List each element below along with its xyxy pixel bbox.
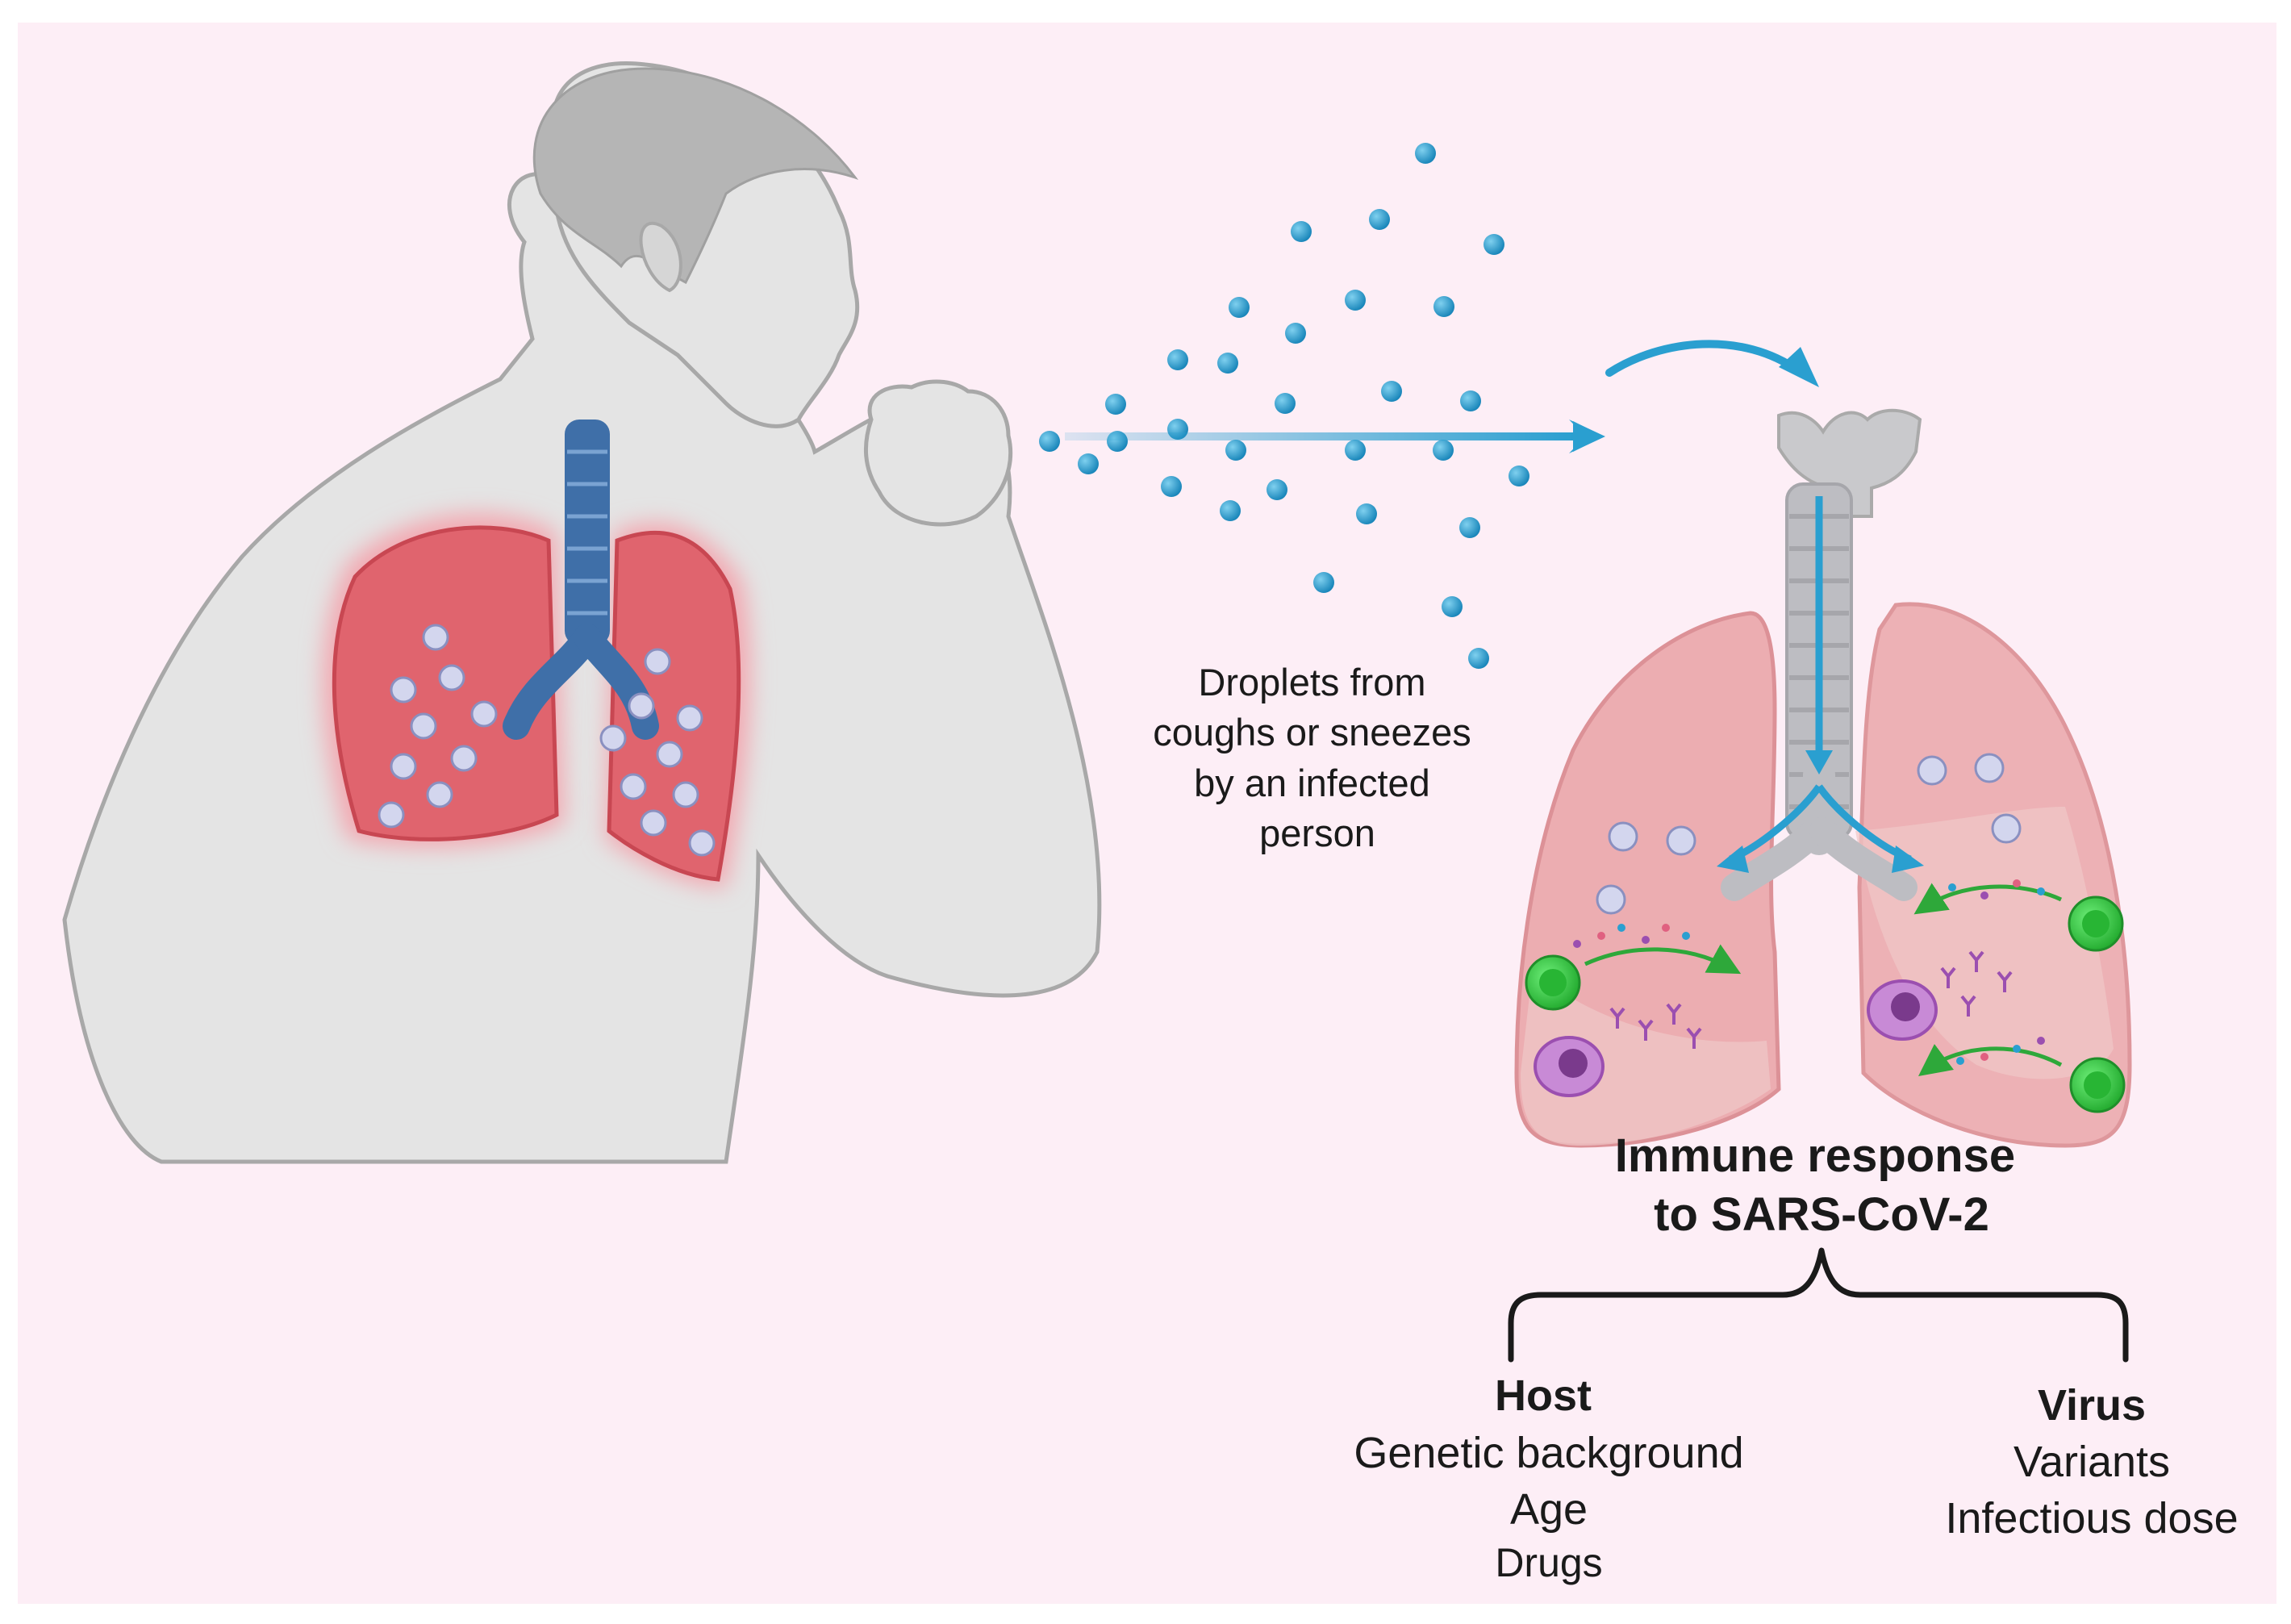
antibodies <box>1609 950 2013 1049</box>
droplet <box>1078 453 1099 474</box>
droplets-line-1: Droplets from <box>1198 661 1425 703</box>
virus-particle <box>438 664 465 691</box>
droplet <box>1291 221 1312 242</box>
host-title: Host <box>1495 1371 1592 1420</box>
curved-arrow <box>1605 340 1803 377</box>
virus-particle <box>390 676 417 703</box>
virus-particle <box>628 692 655 720</box>
lung-diagram <box>1514 408 2132 1148</box>
virus-particle <box>422 624 449 651</box>
infected-lungs <box>323 420 751 887</box>
virus-particle <box>688 829 716 857</box>
immune-title-line-2: to SARS-CoV-2 <box>1654 1188 1989 1241</box>
virus-particle <box>378 801 405 829</box>
droplet <box>1275 393 1296 414</box>
virus-particle <box>640 809 667 837</box>
droplet <box>1167 349 1188 370</box>
droplet <box>1220 500 1241 521</box>
droplet <box>1225 440 1246 461</box>
person-coughing <box>62 61 1102 1164</box>
virus-title: Virus <box>2038 1381 2146 1430</box>
droplet <box>1433 296 1454 317</box>
droplet <box>1442 596 1463 617</box>
virus-particle <box>620 773 647 800</box>
lung-virus-particles <box>378 624 716 857</box>
bracket <box>1508 1247 2129 1363</box>
transmission-arrow <box>1065 420 1605 453</box>
virus-item-dose: Infectious dose <box>1945 1494 2238 1543</box>
virus-particle <box>644 648 671 675</box>
droplet <box>1459 517 1480 538</box>
virus-item-variants: Variants <box>2013 1438 2170 1486</box>
cytokine-dots <box>1573 879 2045 1065</box>
virus-particle <box>450 745 478 772</box>
virus-particle <box>390 753 417 780</box>
droplet <box>1161 476 1182 497</box>
droplets-caption: Droplets from coughs or sneezes by an in… <box>1153 661 1482 854</box>
host-item-age: Age <box>1510 1485 1588 1534</box>
healthy-lung-viruses <box>1596 753 2022 915</box>
macrophages <box>1534 979 1938 1097</box>
droplet <box>1381 381 1402 402</box>
droplets-line-2: coughs or sneezes <box>1153 711 1471 754</box>
virus-particle <box>1666 825 1696 856</box>
droplet-cloud <box>1039 143 1529 669</box>
droplet <box>1433 440 1454 461</box>
droplet <box>1313 572 1334 593</box>
droplet <box>1217 353 1238 374</box>
virus-particle <box>1608 821 1638 852</box>
droplet <box>1285 323 1306 344</box>
virus-particle <box>656 741 683 768</box>
virus-particle <box>672 781 699 808</box>
droplet <box>1468 648 1489 669</box>
droplet <box>1369 209 1390 230</box>
immune-cells <box>1525 895 2126 1113</box>
droplet <box>1356 503 1377 524</box>
virus-particle <box>1917 755 1947 786</box>
droplet <box>1229 297 1250 318</box>
person-ear <box>639 222 682 293</box>
droplet <box>1267 479 1287 500</box>
person-fist <box>863 379 1013 527</box>
virus-particle <box>410 712 437 740</box>
virus-particle <box>470 700 498 728</box>
droplets-line-4: person <box>1259 812 1375 854</box>
immune-response-title: Immune response to SARS-CoV-2 <box>1615 1129 2029 1241</box>
immune-signal-arrows <box>1584 883 2063 1076</box>
droplet <box>1345 440 1366 461</box>
virus-particle <box>1596 884 1626 915</box>
curved-arrow-head <box>1779 347 1819 387</box>
person-hair <box>532 67 859 285</box>
virus-particle <box>1991 813 2022 844</box>
droplet <box>1039 431 1060 452</box>
host-item-genetic: Genetic background <box>1354 1429 1743 1477</box>
host-item-drugs: Drugs <box>1495 1540 1602 1585</box>
droplet <box>1484 234 1504 255</box>
virus-particle <box>1974 753 2005 783</box>
droplet <box>1509 465 1529 486</box>
virus-particle <box>426 781 453 808</box>
virus-particle <box>599 724 627 752</box>
immune-title-line-1: Immune response <box>1615 1129 2015 1182</box>
virus-particle <box>676 704 703 732</box>
droplet <box>1415 143 1436 164</box>
droplet <box>1345 290 1366 311</box>
droplet <box>1460 390 1481 411</box>
droplet <box>1105 394 1126 415</box>
droplets-line-3: by an infected <box>1194 762 1430 804</box>
